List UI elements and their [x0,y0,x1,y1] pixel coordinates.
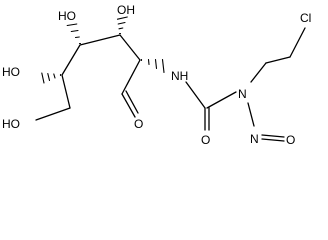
chemical-structure: HO OH HO HO O NH O N N O Cl [2,3,311,147]
bond-c2-c3 [119,34,141,61]
bond-n-n-nitroso [247,102,255,127]
hash-bond-c5-oh [41,72,62,84]
bond-c6-o6 [35,107,71,121]
label-oh-bottom-left: HO [2,117,20,131]
bond-nitroso-n-o-b [261,134,285,138]
bond-nh-c-urea [185,81,206,109]
bond-ch2-cl [289,27,306,58]
label-nitroso-o: O [286,133,295,147]
label-aldehyde-o: O [134,117,143,131]
bond-c3-c4 [79,34,121,46]
hash-bond-c4-oh [66,23,82,45]
label-oh-top-right: OH [117,3,135,17]
label-chlorine: Cl [300,11,311,25]
label-amide-nh: NH [171,69,188,83]
label-urea-o: O [201,133,210,147]
bond-c2-c1 [121,59,141,95]
bond-nitroso-n-o-a [261,138,285,142]
hash-bond-c3-oh [116,16,128,35]
bond-c-urea-n [206,91,237,109]
hash-bond-c2-nh [140,58,165,74]
label-oh-mid-left: HO [2,65,20,79]
bond-c4-c5 [61,44,81,76]
bond-c1-o-double-a [121,93,136,118]
bond-ch2-ch2 [265,56,291,64]
bond-c5-c6 [61,74,71,109]
label-urea-n: N [238,87,247,101]
bond-c1-o-double-b [125,90,139,114]
bond-n-ch2 [250,62,267,83]
label-nitroso-n: N [250,132,259,146]
label-oh-top-left: HO [58,9,76,23]
